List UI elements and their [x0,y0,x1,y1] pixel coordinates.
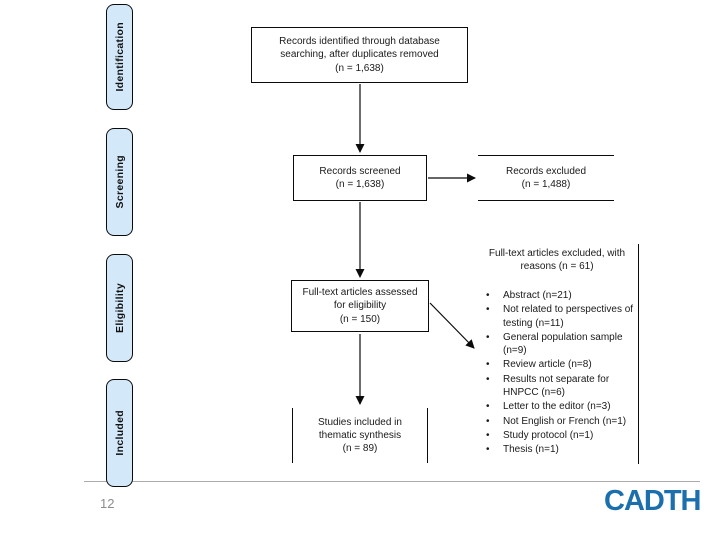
stage-screening: Screening [106,128,133,236]
stage-screening-label: Screening [113,155,126,209]
exclusions-panel-border [638,244,640,464]
exclusion-reason-item: Abstract (n=21) [484,289,634,303]
stage-included-label: Included [113,410,126,456]
box-records-screened: Records screened (n = 1,638) [293,155,427,201]
exclusion-reason-item: General population sample (n=9) [484,331,634,358]
stage-eligibility-label: Eligibility [113,283,126,333]
page-number: 12 [100,496,115,511]
exclusion-reason-item: Results not separate for HNPCC (n=6) [484,373,634,400]
exclusion-reason-item: Review article (n=8) [484,358,634,372]
exclusion-reason-item: Not English or French (n=1) [484,415,634,429]
exclusion-reason-item: Study protocol (n=1) [484,429,634,443]
exclusion-reason-item: Letter to the editor (n=3) [484,400,634,414]
exclusions-list: Abstract (n=21) Not related to perspecti… [484,289,634,458]
box-fulltext-assessed: Full-text articles assessed for eligibil… [291,280,429,332]
footer-divider [84,481,700,483]
arrow-fulltext-to-exclusions [429,302,475,349]
exclusion-reason-item: Not related to perspectives of testing (… [484,303,634,330]
cadth-logo: CADTH [604,485,701,517]
box-studies-included: Studies included in thematic synthesis (… [292,408,428,463]
exclusion-reason-item: Thesis (n=1) [484,443,634,457]
box-records-identified: Records identified through database sear… [251,27,468,83]
stage-eligibility: Eligibility [106,254,133,362]
stage-identification-label: Identification [113,22,126,92]
stage-identification: Identification [106,4,133,110]
box-records-excluded: Records excluded (n = 1,488) [478,155,614,201]
stage-included: Included [106,379,133,487]
exclusions-title: Full-text articles excluded, with reason… [488,248,626,273]
